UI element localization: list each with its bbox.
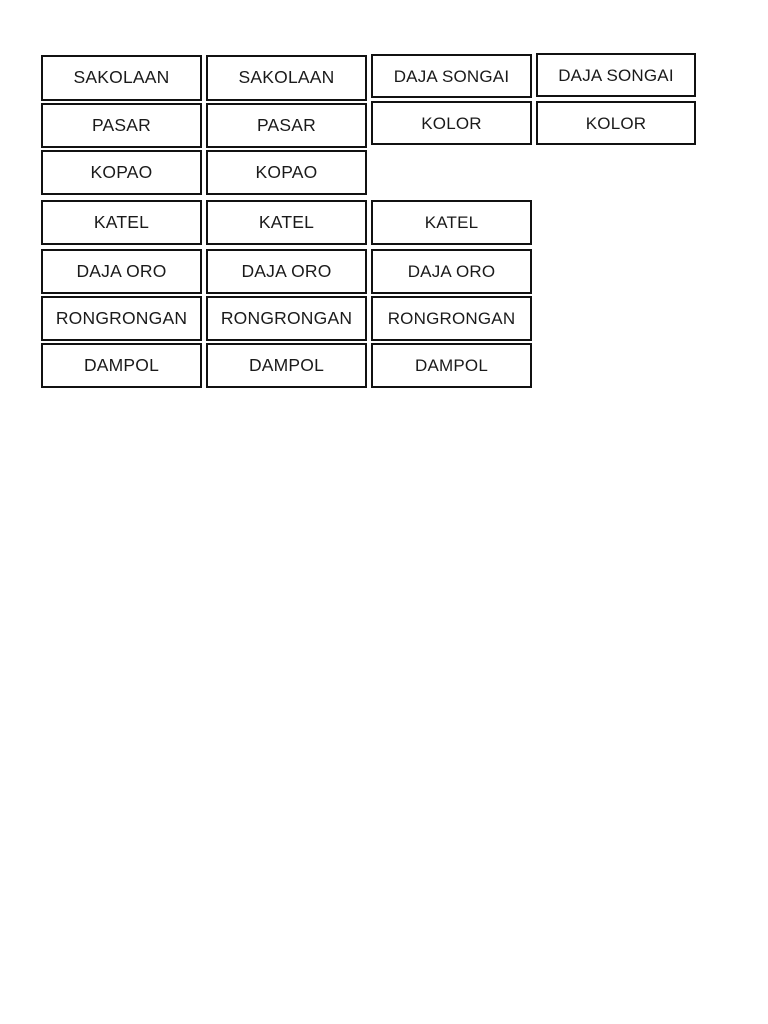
label-cell: DAMPOL [206, 343, 367, 388]
label-cell: PASAR [206, 103, 367, 148]
label-cell: KOPAO [206, 150, 367, 195]
label-cell: DAMPOL [41, 343, 202, 388]
label-cell: KATEL [41, 200, 202, 245]
label-cell: KATEL [371, 200, 532, 245]
label-cell: DAJA SONGAI [371, 54, 532, 98]
label-cell: RONGRONGAN [206, 296, 367, 341]
label-text: DAMPOL [415, 356, 488, 375]
label-text: PASAR [91, 114, 152, 135]
label-text: KOPAO [90, 161, 153, 182]
label-text: RONGRONGAN [55, 307, 188, 328]
label-text: DAMPOL [83, 354, 160, 375]
label-text: KATEL [424, 213, 479, 232]
label-text: RONGRONGAN [220, 307, 353, 328]
label-cell: RONGRONGAN [41, 296, 202, 341]
label-cell: KOPAO [41, 150, 202, 195]
label-cell: KATEL [206, 200, 367, 245]
label-text: SAKOLAAN [238, 67, 335, 88]
label-cell-empty [371, 150, 532, 195]
label-cell: SAKOLAAN [206, 55, 367, 101]
label-text: RONGRONGAN [387, 309, 516, 328]
label-cell: DAJA ORO [206, 249, 367, 294]
label-text: DAJA SONGAI [558, 65, 674, 85]
label-text: DAJA SONGAI [393, 66, 510, 86]
label-text: DAJA ORO [407, 262, 496, 281]
label-text: DAJA ORO [76, 260, 167, 281]
label-cell: PASAR [41, 103, 202, 148]
label-text: DAJA ORO [241, 260, 332, 281]
label-text: DAMPOL [248, 354, 325, 375]
label-cell: KOLOR [371, 101, 532, 145]
label-text: KATEL [93, 211, 150, 232]
label-text: KOPAO [255, 161, 318, 182]
label-cell: SAKOLAAN [41, 55, 202, 101]
label-cell: DAJA SONGAI [536, 53, 696, 97]
label-text: KOLOR [421, 113, 482, 133]
label-cell: DAJA ORO [41, 249, 202, 294]
label-cell: KOLOR [536, 101, 696, 145]
label-text: KOLOR [585, 113, 647, 133]
label-text: SAKOLAAN [73, 67, 170, 88]
label-cell: DAJA ORO [371, 249, 532, 294]
label-cell: RONGRONGAN [371, 296, 532, 341]
label-text: KATEL [258, 211, 315, 232]
label-cell: DAMPOL [371, 343, 532, 388]
label-text: PASAR [256, 114, 317, 135]
